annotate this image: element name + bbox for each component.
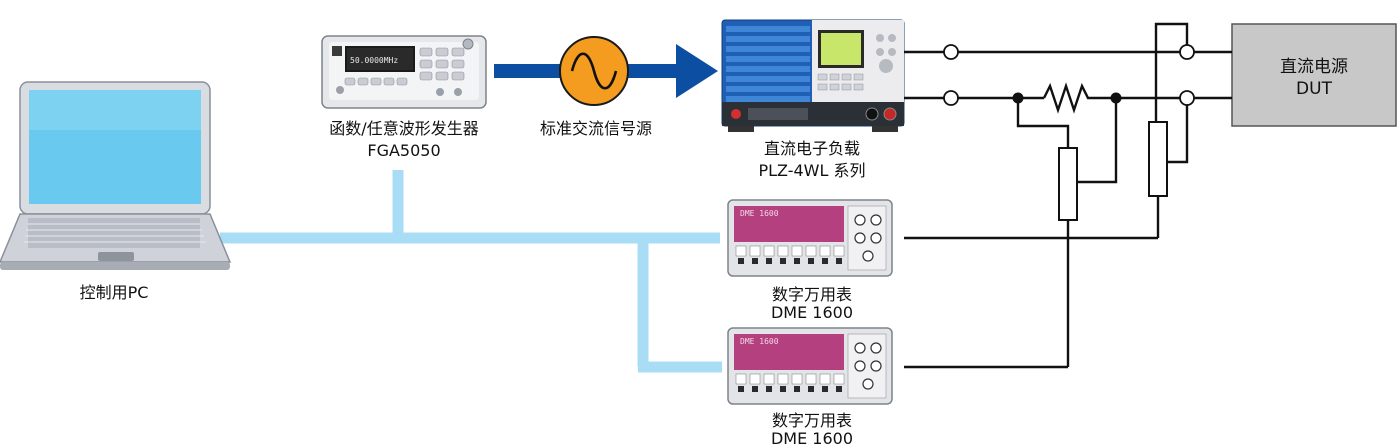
dmm2-label-line1: 数字万用表 bbox=[772, 411, 852, 430]
dut-box bbox=[1231, 23, 1397, 127]
communication-bus bbox=[220, 170, 722, 373]
laptop-icon bbox=[0, 81, 232, 270]
ac-source-label: 标准交流信号源 bbox=[540, 119, 652, 138]
function-generator-icon: 50.0000MHz bbox=[321, 35, 487, 109]
electronic-load-icon bbox=[721, 19, 905, 132]
dut-label-line2: DUT bbox=[1296, 79, 1333, 99]
dut-sense-box bbox=[1148, 121, 1168, 197]
dmm2-brand: DME 1600 bbox=[740, 337, 779, 346]
multimeter-icon: DME 1600 bbox=[727, 327, 893, 405]
dmm2-label-line2: DME 1600 bbox=[771, 429, 853, 448]
fg-label-line2: FGA5050 bbox=[367, 141, 440, 160]
pc-label: 控制用PC bbox=[80, 283, 149, 302]
fg-display-text: 50.0000MHz bbox=[350, 56, 398, 65]
shunt-sense-box bbox=[1058, 147, 1078, 221]
dmm1-brand: DME 1600 bbox=[740, 209, 779, 218]
terminals bbox=[943, 44, 1195, 106]
load-label-line1: 直流电子负载 bbox=[764, 139, 860, 158]
circuit-wiring bbox=[904, 22, 1232, 369]
resistor-icon bbox=[1042, 82, 1094, 114]
sine-wave-icon bbox=[559, 36, 629, 106]
multimeter-icon: DME 1600 bbox=[727, 199, 893, 277]
dut-label-line1: 直流电源 bbox=[1280, 57, 1348, 77]
load-label-line2: PLZ-4WL 系列 bbox=[758, 161, 865, 180]
fg-label-line1: 函数/任意波形发生器 bbox=[329, 119, 478, 138]
junctions bbox=[1012, 92, 1122, 104]
dmm1-label-line2: DME 1600 bbox=[771, 303, 853, 322]
dmm1-label-line1: 数字万用表 bbox=[772, 285, 852, 304]
